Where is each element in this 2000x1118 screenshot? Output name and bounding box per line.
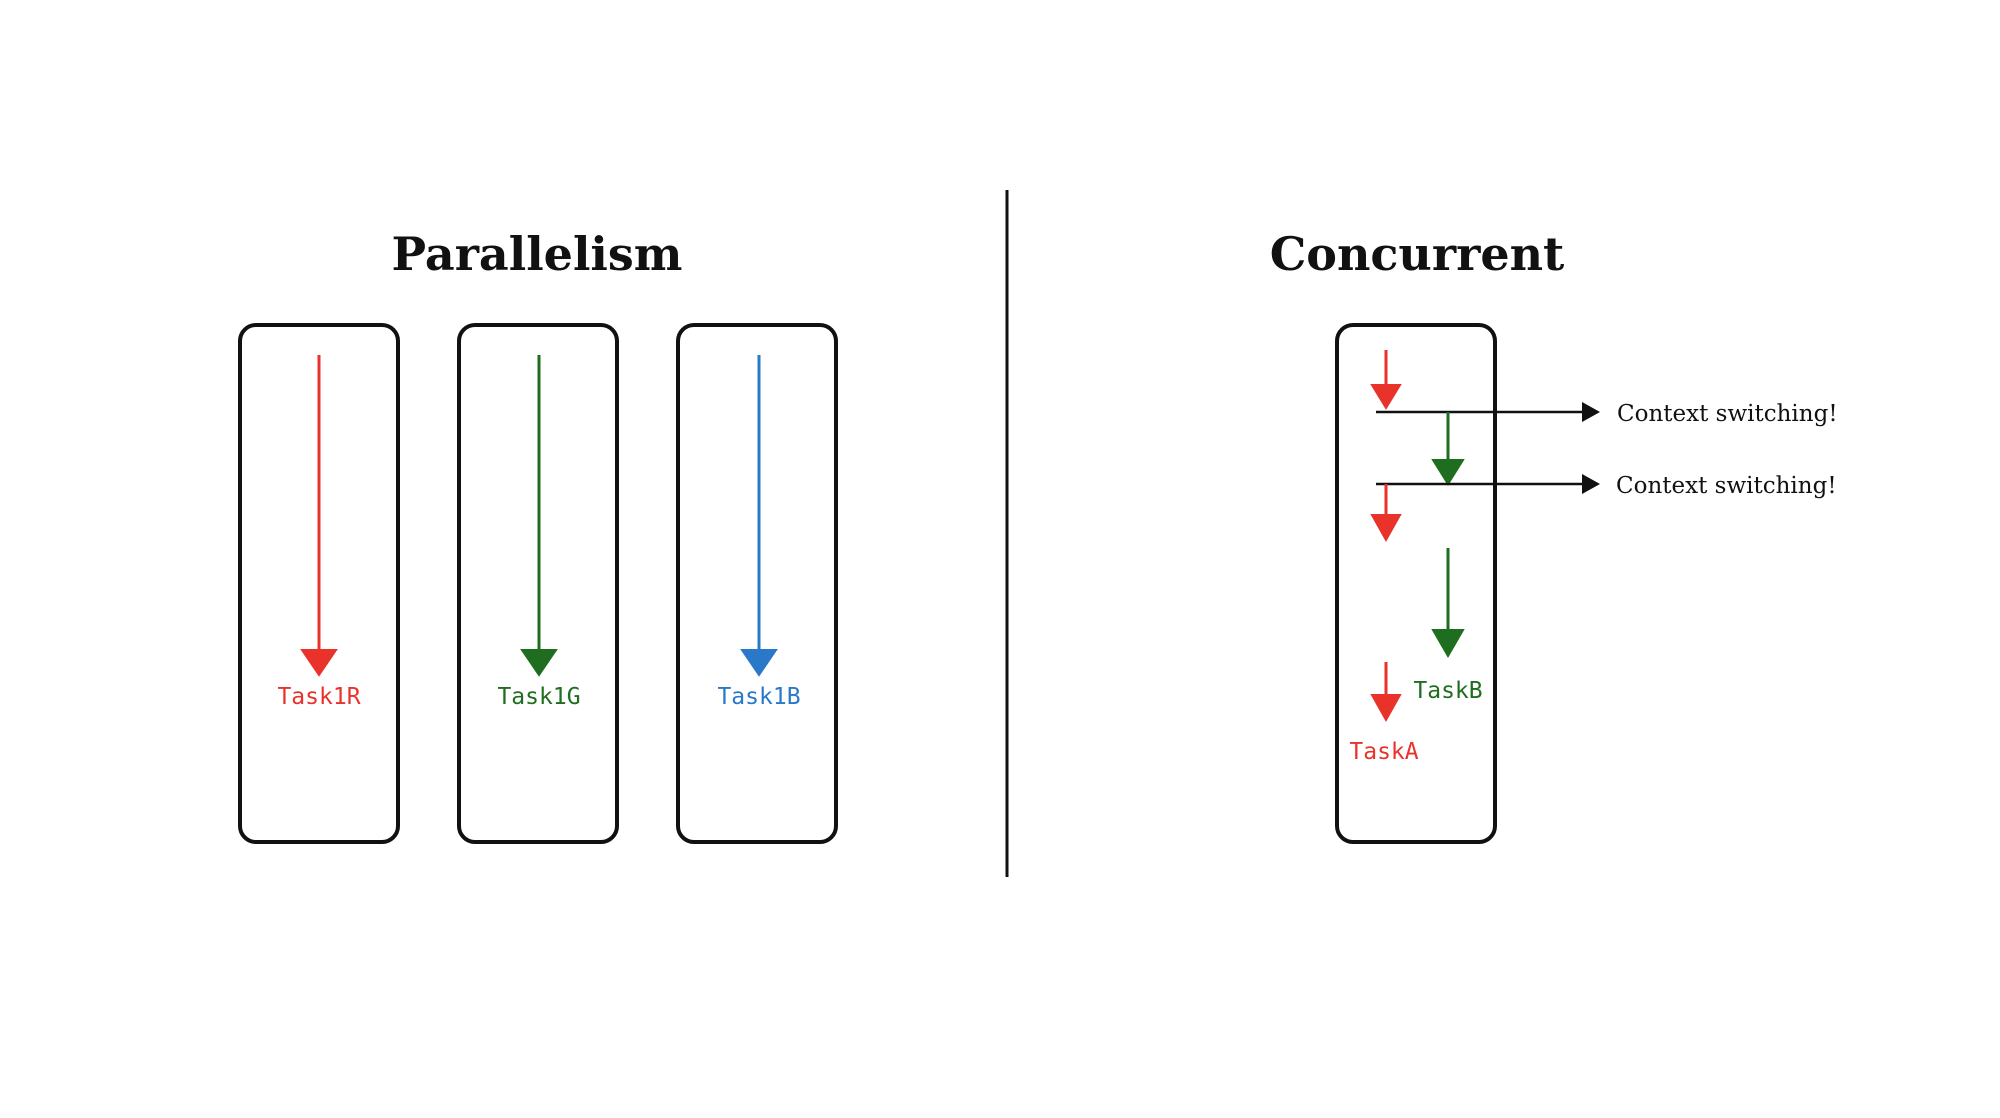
task-b-arrow-head [1431,459,1465,486]
context-switch-note: Context switching! [1616,473,1837,499]
parallel-lane-green: Task1G [457,323,619,844]
context-switch-arrow-head [1582,474,1600,494]
task-label: Task1G [497,684,580,710]
parallel-lane-blue: Task1B [676,323,838,844]
lane-box [457,323,619,844]
task-a-arrow-head [1370,514,1402,543]
task-a-arrow-head [1370,384,1402,410]
task-label: Task1R [277,684,360,710]
task-arrow-head [740,649,778,677]
task-label: Task1B [717,684,800,710]
parallel-lane-red: Task1R [238,323,400,844]
lane-box [238,323,400,844]
parallelism-title: Parallelism [392,227,683,281]
lane-box [1335,323,1497,844]
task-b-label: TaskB [1413,678,1482,704]
context-switch-note: Context switching! [1617,401,1838,427]
concurrent-title: Concurrent [1270,227,1565,281]
task-a-arrow-head [1370,694,1402,723]
task-b-arrow-head [1431,629,1465,659]
concurrent-lane: TaskB TaskA [1335,323,1600,844]
task-arrow-head [300,649,338,677]
task-arrow-head [520,649,558,677]
context-switch-arrow-head [1582,402,1600,422]
task-a-label: TaskA [1349,739,1418,765]
lane-box [676,323,838,844]
